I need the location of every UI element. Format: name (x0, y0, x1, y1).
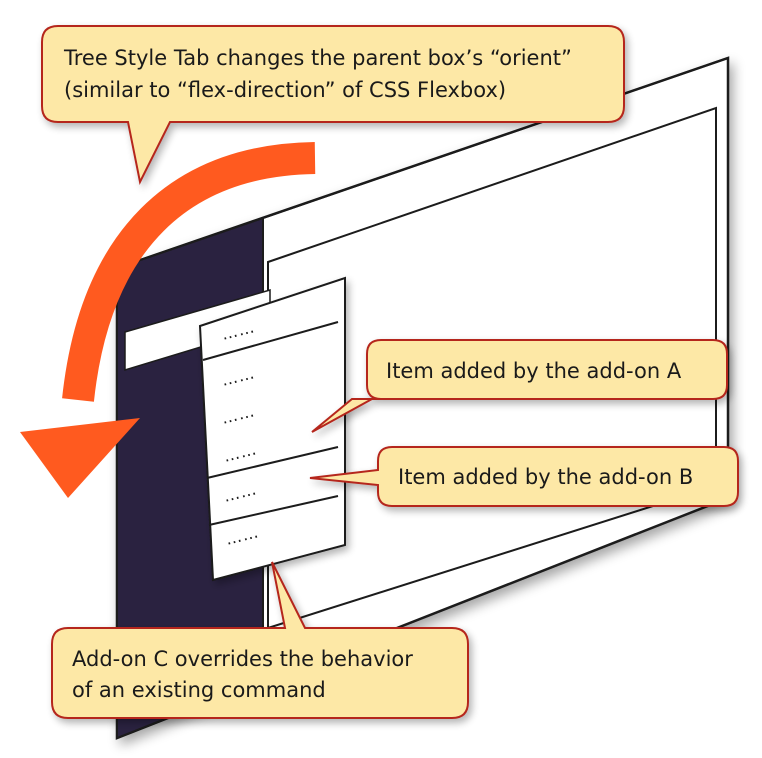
callout-top-line1: Tree Style Tab changes the parent box’s … (63, 46, 572, 70)
context-menu-panel (198, 276, 346, 582)
context-menu: …… …… …… …… …… …… (198, 276, 346, 582)
callout-addon-a-bubble (311, 339, 728, 433)
menu-separator (206, 446, 339, 479)
callout-addon-a-label: Item added by the add-on A (386, 359, 682, 383)
callout-top-bubble (41, 25, 625, 186)
callout-addon-b-label: Item added by the add-on B (398, 465, 693, 489)
callout-addon-b-bubble (309, 446, 739, 507)
callout-top (41, 25, 625, 186)
callout-top-line2: (similar to “flex-direction” of CSS Flex… (64, 78, 506, 102)
arrow-body (62, 142, 316, 402)
callout-addon-b (309, 446, 739, 507)
callout-addon-a (311, 339, 728, 433)
menu-separator (202, 321, 339, 361)
callout-addon-c-line2: of an existing command (72, 678, 326, 702)
arrow-head (20, 418, 140, 498)
toolbar-edge (262, 57, 729, 219)
callout-addon-c (51, 561, 469, 719)
callout-addon-c-bubble (51, 561, 469, 719)
menu-separator (208, 495, 339, 526)
callout-addon-c-line1: Add-on C overrides the behavior (72, 647, 413, 671)
orient-change-arrow (20, 142, 316, 498)
